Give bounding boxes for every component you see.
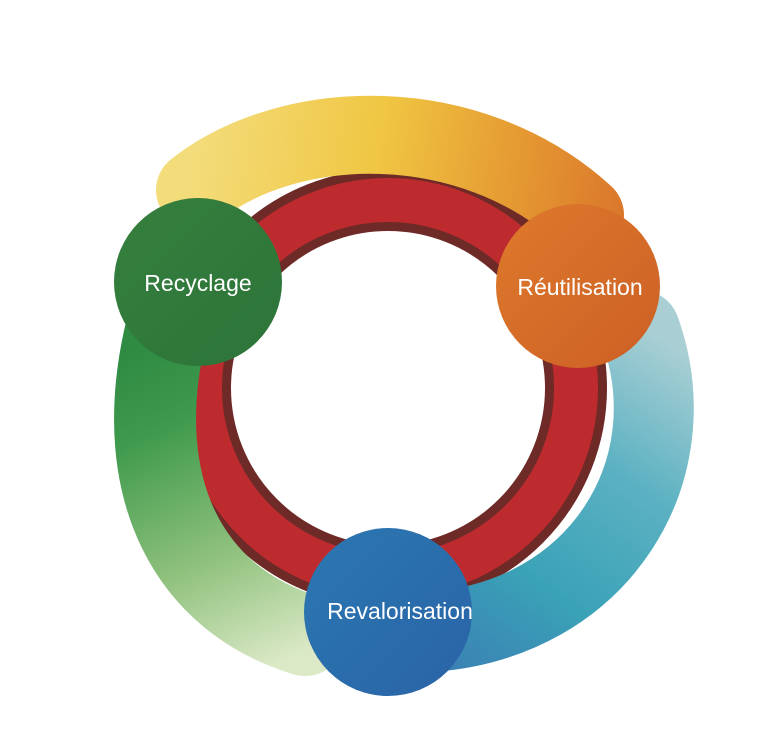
node-reuse-circle bbox=[496, 204, 660, 368]
node-recovery: Revalorisation bbox=[304, 528, 473, 696]
node-recycling-circle bbox=[114, 198, 282, 366]
cycle-arcs bbox=[114, 95, 694, 676]
node-recycling: Recyclage bbox=[114, 198, 282, 366]
node-recovery-label: Revalorisation bbox=[327, 598, 473, 624]
node-reuse-label: Réutilisation bbox=[517, 274, 642, 300]
arc-reuse-to-recovery bbox=[390, 290, 694, 672]
arc-recovery-to-recycling bbox=[114, 294, 346, 676]
node-recovery-circle bbox=[304, 528, 472, 696]
node-reuse: Réutilisation bbox=[496, 204, 660, 368]
node-recycling-label: Recyclage bbox=[144, 270, 251, 296]
arc-recycling-to-reuse bbox=[156, 95, 624, 254]
